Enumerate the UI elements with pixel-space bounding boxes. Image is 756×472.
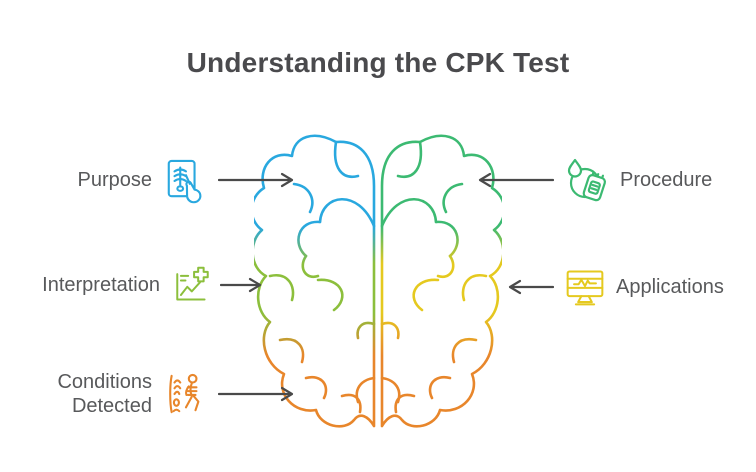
ecg-monitor-icon (566, 270, 604, 306)
row-purpose: Purpose (30, 156, 298, 204)
procedure-arrow-icon (478, 172, 554, 188)
interpretation-arrow-icon (220, 277, 262, 293)
label-procedure: Procedure (620, 169, 713, 191)
blood-sample-icon (567, 158, 607, 202)
row-procedure: Procedure (478, 157, 712, 203)
applications-arrow-icon (508, 279, 554, 295)
xray-report-hand-icon (167, 159, 202, 204)
page-title: Understanding the CPK Test (186, 47, 570, 78)
label-conditions-detected: Conditions Detected (57, 371, 152, 417)
chart-medical-plus-icon (176, 266, 209, 301)
conditions-arrow-icon (218, 386, 294, 402)
row-applications: Applications (508, 264, 724, 310)
row-interpretation: Interpretation (28, 263, 266, 307)
row-conditions-detected: Conditions Detected (30, 370, 298, 418)
walking-skeleton-icon (169, 373, 200, 414)
label-interpretation: Interpretation (42, 274, 160, 296)
label-applications: Applications (616, 276, 724, 298)
purpose-arrow-icon (218, 172, 294, 188)
label-purpose: Purpose (77, 169, 153, 191)
